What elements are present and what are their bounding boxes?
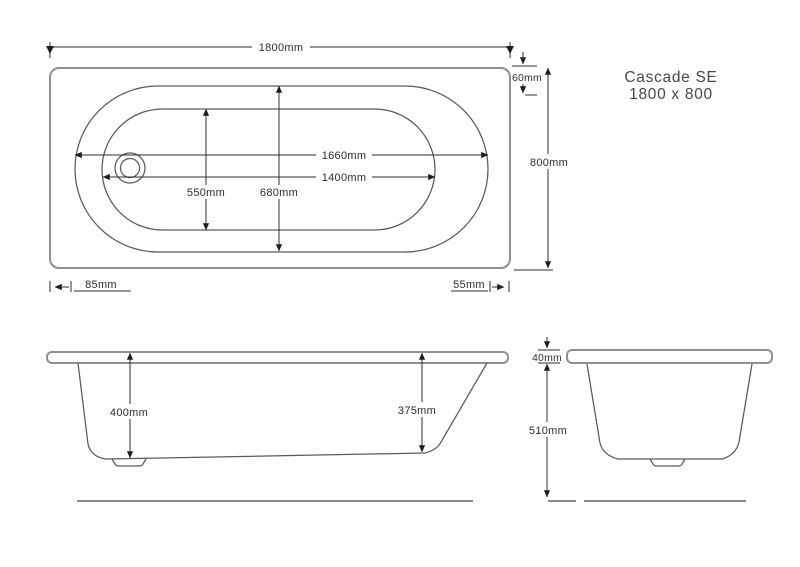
dim-label-waste-offset: 85mm bbox=[85, 279, 117, 291]
dim-label-floor-length: 1400mm bbox=[322, 172, 367, 184]
side-foot bbox=[111, 458, 147, 467]
dim-label-overall-width: 800mm bbox=[530, 157, 568, 169]
dim-label-inner-rim-width: 680mm bbox=[260, 187, 298, 199]
plan-inner-shell-top-edge bbox=[74, 85, 489, 253]
plan-inner-shell-floor-edge bbox=[101, 108, 436, 231]
waste-outlet-outer bbox=[114, 152, 146, 184]
dim-floor-length: 1400mm bbox=[102, 169, 436, 184]
plan-view: 1800mm 60mm 800mm 1660mm 1400mm bbox=[46, 40, 572, 292]
dim-floor-width: 550mm bbox=[182, 108, 230, 231]
end-body-outline bbox=[586, 363, 753, 460]
dim-waste-offset: 85mm bbox=[49, 279, 131, 292]
side-body-outline bbox=[77, 362, 488, 460]
dim-inner-rim-length: 1660mm bbox=[74, 147, 489, 162]
dim-overall-length: 1800mm bbox=[46, 40, 514, 58]
dim-label-deck-gap: 60mm bbox=[512, 72, 542, 84]
dim-rim-height: 40mm bbox=[529, 337, 566, 364]
dim-label-body-height: 510mm bbox=[529, 425, 567, 437]
waste-outlet-inner bbox=[119, 157, 141, 179]
product-name: Cascade SE bbox=[624, 69, 717, 86]
dim-body-height: 510mm bbox=[524, 363, 572, 498]
dim-label-floor-width: 550mm bbox=[187, 187, 225, 199]
dim-end-gap: 55mm bbox=[451, 279, 510, 292]
dim-inner-rim-width: 680mm bbox=[255, 85, 303, 252]
dim-overall-width: 800mm bbox=[514, 67, 572, 271]
dim-label-depth-left: 400mm bbox=[110, 407, 148, 419]
end-view: 40mm 510mm bbox=[524, 337, 773, 502]
dim-label-rim-height: 40mm bbox=[532, 352, 562, 364]
end-rim bbox=[566, 349, 773, 364]
plan-outer-rim bbox=[49, 67, 511, 269]
side-rim bbox=[46, 351, 509, 364]
dim-deck-gap: 60mm bbox=[512, 52, 542, 96]
side-view: 400mm 375mm bbox=[46, 351, 509, 502]
dim-label-end-gap: 55mm bbox=[453, 279, 485, 291]
end-foot bbox=[649, 458, 686, 467]
dim-depth-left: 400mm bbox=[103, 352, 155, 459]
dim-label-overall-length: 1800mm bbox=[259, 42, 304, 54]
product-size: 1800 x 800 bbox=[629, 86, 713, 103]
dim-depth-right: 375mm bbox=[393, 352, 443, 453]
drawing-title: Cascade SE 1800 x 800 bbox=[624, 69, 717, 103]
dim-label-inner-rim-length: 1660mm bbox=[322, 150, 367, 162]
dim-label-depth-right: 375mm bbox=[398, 405, 436, 417]
